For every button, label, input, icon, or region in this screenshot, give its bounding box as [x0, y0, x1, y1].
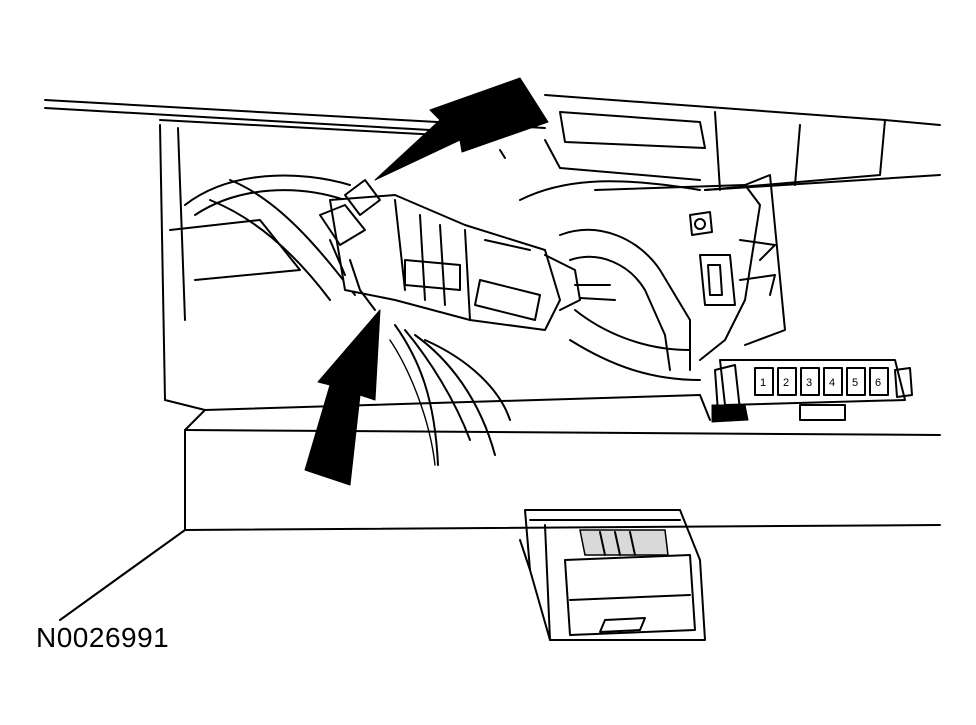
fuse-label-6: 6 [875, 377, 881, 389]
fuse-label-4: 4 [829, 377, 835, 389]
wiring-harness [184, 174, 701, 381]
fuse-label-3: 3 [806, 377, 812, 389]
fuse-block: 1 2 3 4 5 6 [711, 359, 913, 423]
lower-connector [519, 509, 706, 641]
fuse-label-1: 1 [760, 377, 766, 389]
electrical-connector [319, 179, 616, 331]
arrow-lower [304, 309, 381, 486]
lower-shelf [59, 394, 941, 621]
fuse-label-2: 2 [783, 377, 789, 389]
loose-wires [389, 324, 511, 466]
leader-line [59, 529, 186, 621]
indicator-arrows [304, 77, 549, 486]
mounting-bracket [594, 174, 786, 361]
fuse-label-5: 5 [852, 377, 858, 389]
figure-reference-number: N0026991 [36, 622, 170, 653]
arrow-upper [374, 77, 549, 181]
